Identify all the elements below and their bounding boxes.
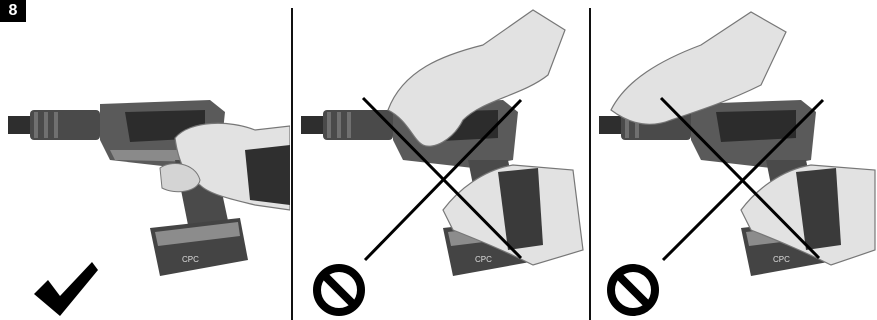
prohibited-icon [611,268,655,312]
prohibited-icon [317,268,361,312]
battery-label: CPC [182,255,199,264]
check-mark-icon [34,262,98,316]
panel-correct-grip: CPC [0,0,290,320]
battery-label: CPC [773,255,790,264]
battery-label: CPC [475,255,492,264]
panel-incorrect-grip-1: CPC [293,0,588,320]
panel-incorrect-grip-2: CPC [591,0,877,320]
gloved-hand [160,123,290,210]
